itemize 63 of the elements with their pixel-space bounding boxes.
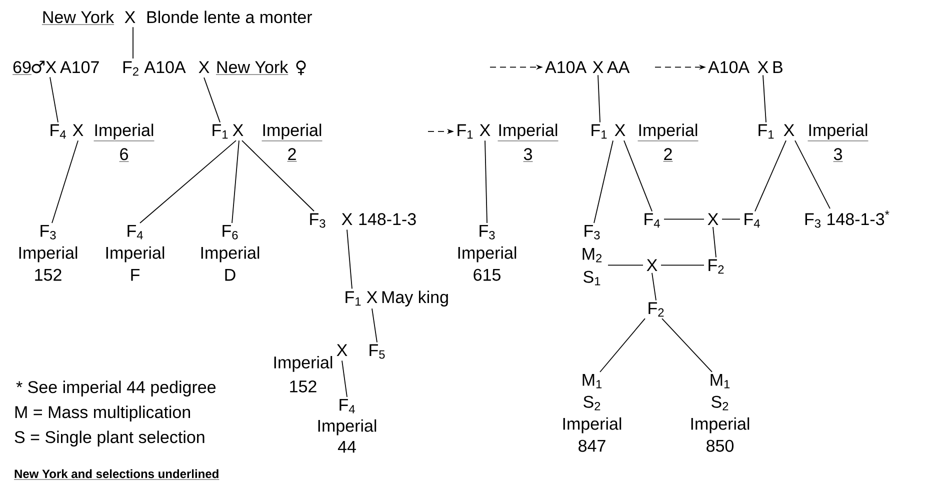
pedigree-line <box>608 264 644 266</box>
pedigree-entry: X F$_{5}$ <box>336 344 385 359</box>
pedigree-line <box>722 218 740 220</box>
pedigree-entry: F$_{3}$ Imperial 615 <box>458 225 516 281</box>
pedigree-line <box>598 74 600 123</box>
pedigree-entry: F$_{3}$ M$_{2}$ S$_{1}$ <box>582 225 602 286</box>
pedigree-line <box>624 140 652 212</box>
pedigree-entry: F$_{4}$ X <box>50 124 84 139</box>
footnote: M = Mass multiplication <box>15 406 190 422</box>
selection-label: Imperial 2 <box>262 124 322 162</box>
pedigree-entry: F$_{3}$ Imperial 152 <box>19 225 78 281</box>
selection-label: Imperial 3 <box>498 124 558 162</box>
pedigree-line <box>346 229 352 290</box>
pedigree-entry: F$_{2}$ <box>708 259 724 274</box>
pedigree-entry: F$_{3}$ 148-1-3$^{*}$ <box>805 210 890 228</box>
pedigree-line <box>594 140 614 224</box>
selection-label: Imperial 2 <box>638 124 698 162</box>
pedigree-entry: F$_{1}$ X <box>592 124 626 139</box>
pedigree-entry: New York X Blonde lente a monter <box>42 10 312 25</box>
pedigree-line <box>204 77 220 123</box>
pedigree-entry: F$_{1}$ X <box>458 124 490 139</box>
pedigree-entry: A10A X B <box>708 61 782 74</box>
pedigree-entry: X <box>646 259 658 271</box>
pedigree-entry: F$_{4}$ Imperial 44 <box>318 398 376 453</box>
pedigree-line <box>140 140 236 224</box>
pedigree-entry: M$_{1}$ S$_{2}$ Imperial 847 <box>563 374 622 452</box>
pedigree-entry: F$_{2}$ <box>648 302 664 317</box>
pedigree-line <box>712 226 716 258</box>
footnote: * See imperial 44 pedigree <box>16 380 216 397</box>
pedigree-entry: M$_{1}$ S$_{2}$ Imperial 850 <box>691 374 750 452</box>
pedigree-entry: 69♂X A107 <box>12 60 99 75</box>
pedigree-line <box>662 318 712 372</box>
pedigree-line <box>242 140 314 212</box>
pedigree-entry: F$_{1}$ X <box>758 124 794 139</box>
pedigree-entry: F$_{1}$ X <box>212 124 244 139</box>
footnote: New York and selections underlined <box>14 469 220 480</box>
pedigree-line <box>652 272 656 301</box>
pedigree-entry: F$_{4}$ Imperial F <box>106 225 164 281</box>
selection-label: Imperial 6 <box>94 124 154 162</box>
pedigree-line <box>600 318 646 372</box>
pedigree-entry: F$_{3}$ X 148-1-3 <box>310 213 416 228</box>
pedigree-line <box>660 264 704 266</box>
pedigree-entry: F$_{4}$ <box>644 213 660 228</box>
pedigree-line <box>762 74 766 123</box>
pedigree-line <box>342 360 348 398</box>
pedigree-line <box>372 308 378 343</box>
pedigree-entry: A10A X AA <box>545 61 630 74</box>
pedigree-entry: F$_{6}$ Imperial D <box>201 225 260 281</box>
pedigree-entry: Imperial 152 <box>274 356 332 392</box>
pedigree-line <box>754 140 786 212</box>
pedigree-line <box>664 218 704 220</box>
pedigree-line <box>794 140 830 209</box>
pedigree-line <box>132 26 134 60</box>
pedigree-entry: X <box>708 213 718 225</box>
pedigree-entry: F$_{1}$ X May king <box>346 290 448 307</box>
pedigree-line <box>50 76 58 123</box>
pedigree-line <box>484 140 488 224</box>
selection-label: Imperial 3 <box>808 124 868 162</box>
pedigree-entry: F$_{4}$ <box>744 213 760 228</box>
footnote: S = Single plant selection <box>14 430 204 447</box>
pedigree-line <box>232 140 240 224</box>
pedigree-line <box>52 140 78 224</box>
pedigree-entry: F$_{2}$ A10A X New York ♀ <box>123 60 306 76</box>
